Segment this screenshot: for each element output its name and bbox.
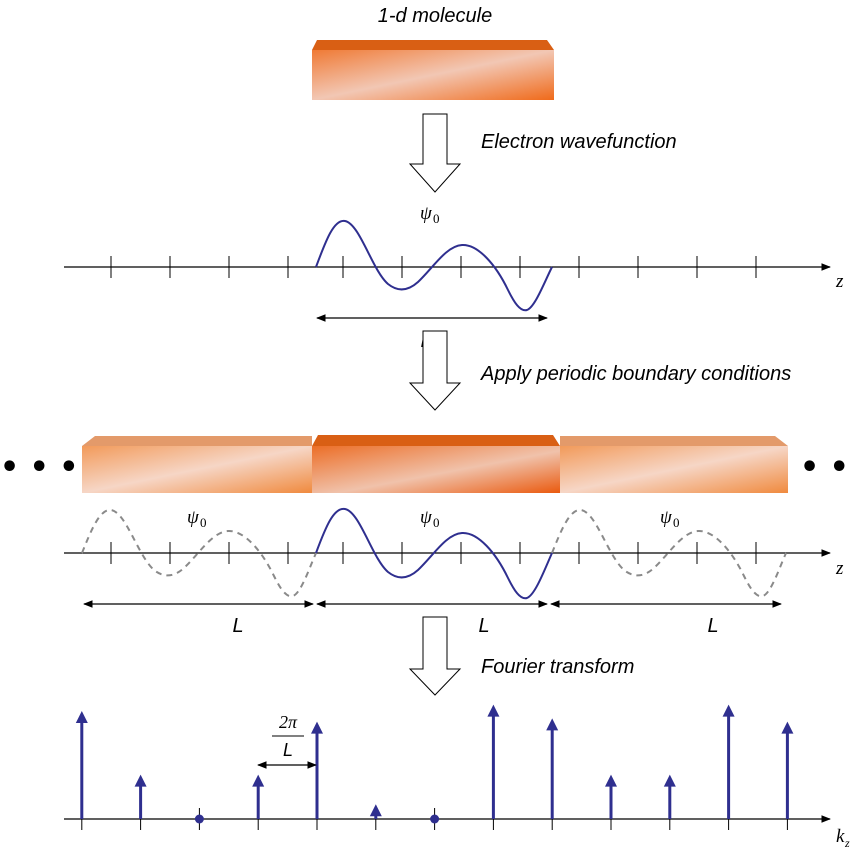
- fourier-spike-head: [781, 721, 794, 734]
- svg-text:2π: 2π: [279, 712, 298, 732]
- molecule-block: [312, 40, 554, 100]
- psi-label-right: ψ 0: [660, 507, 680, 530]
- ellipsis-right: • • •: [800, 450, 857, 485]
- fourier-spike-head: [75, 711, 88, 723]
- fourier-spike-head: [369, 804, 382, 817]
- svg-text:0: 0: [433, 211, 440, 226]
- fourier-spike-head: [605, 774, 617, 787]
- svg-text:ψ: ψ: [420, 507, 433, 528]
- wavefunction-image-right: [551, 509, 787, 598]
- svg-text:ψ: ψ: [187, 507, 200, 528]
- z-axis-label-2: z: [835, 558, 844, 579]
- svg-text:0: 0: [673, 515, 680, 530]
- svg-text:0: 0: [200, 515, 207, 530]
- fourier-spike-head: [311, 721, 323, 734]
- psi-label-1: ψ 0: [420, 203, 440, 226]
- length-label-left: L: [232, 615, 243, 637]
- spacing-annotation: 2π L: [257, 712, 317, 769]
- k-axis-label: k z: [836, 826, 850, 850]
- fourier-spike-head: [722, 704, 735, 717]
- psi-label-center: ψ 0: [420, 507, 440, 530]
- svg-text:k: k: [836, 826, 845, 847]
- svg-text:ψ: ψ: [660, 507, 673, 528]
- psi-label-left: ψ 0: [187, 507, 207, 530]
- ellipsis-left: • • •: [0, 450, 78, 485]
- svg-text:z: z: [844, 836, 850, 850]
- length-label-right: L: [707, 615, 718, 637]
- wavefunction-image-left: [81, 509, 317, 598]
- svg-text:L: L: [283, 740, 293, 760]
- wavefunction-label: Electron wavefunction: [481, 131, 677, 153]
- wavefunction-curve-center: [315, 507, 553, 600]
- molecule-label: 1-d molecule: [378, 5, 493, 27]
- fourier-spike-head: [134, 774, 147, 787]
- left-molecule-block: [82, 436, 312, 493]
- fourier-spike-head: [663, 774, 676, 787]
- length-label-center: L: [478, 615, 489, 637]
- down-arrow-3: [408, 616, 462, 696]
- fourier-zero-point: [194, 814, 204, 824]
- fourier-spike-head: [487, 704, 500, 717]
- svg-text:ψ: ψ: [420, 203, 433, 224]
- periodic-label: Apply periodic boundary conditions: [480, 363, 791, 385]
- right-molecule-block: [560, 436, 788, 493]
- down-arrow-1: [408, 113, 462, 193]
- fourier-spikes: [75, 704, 794, 824]
- fourier-spike-head: [252, 774, 265, 787]
- svg-text:0: 0: [433, 515, 440, 530]
- z-axis-label-1: z: [835, 271, 844, 292]
- fourier-label: Fourier transform: [481, 656, 634, 678]
- z-axis-ticks-2: [110, 542, 757, 564]
- down-arrow-2: [408, 330, 462, 411]
- center-molecule-block: [312, 435, 560, 493]
- fourier-spike-head: [546, 718, 559, 731]
- fourier-zero-point: [430, 814, 440, 824]
- z-axis-ticks-1: [110, 256, 757, 278]
- wavefunction-curve: [315, 219, 553, 312]
